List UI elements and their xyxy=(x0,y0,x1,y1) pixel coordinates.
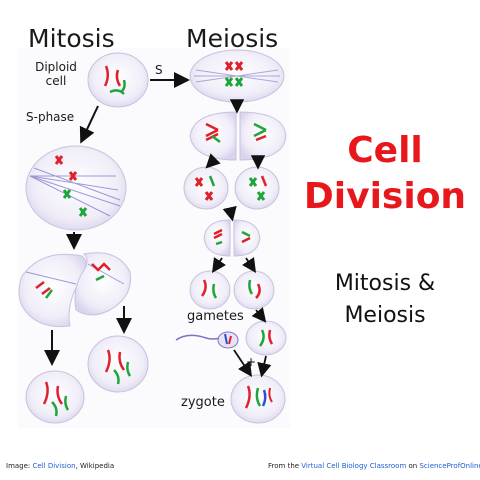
image-credit-prefix: Image: xyxy=(6,462,33,470)
egg-cell xyxy=(245,320,287,356)
title-line2: Division xyxy=(303,176,467,217)
meiosis-division-one-cell xyxy=(189,111,287,161)
sperm-cell xyxy=(175,331,239,349)
mitosis-arrows xyxy=(44,72,190,366)
meiosis-gamete-pair xyxy=(189,270,275,310)
page-subtitle: Mitosis & Meiosis xyxy=(300,268,470,332)
subtitle-line1: Mitosis & xyxy=(334,271,436,296)
meiosis-first-cell xyxy=(189,49,285,103)
image-credit: Image: Cell Division, Wikipedia xyxy=(6,462,114,470)
meiosis-second-pair xyxy=(183,166,280,210)
source-credit-link[interactable]: Virtual Cell Biology Classroom xyxy=(301,462,407,470)
diploid-cell-label: Diploid cell xyxy=(26,60,86,88)
diploid-label-line1: Diploid xyxy=(35,60,77,74)
source-credit-middle: on xyxy=(406,462,420,470)
gametes-label: gametes xyxy=(187,309,244,324)
zygote-label: zygote xyxy=(181,395,225,410)
subtitle-line2: Meiosis xyxy=(344,303,426,328)
s-phase-label: S-phase xyxy=(26,110,75,124)
mitosis-daughter-cell-left xyxy=(25,370,85,424)
meiosis-arrows xyxy=(205,99,272,378)
mitosis-spindle-cell xyxy=(25,145,127,231)
s-label: S xyxy=(155,63,163,77)
plus-sign: + xyxy=(246,355,256,369)
meiosis-heading: Meiosis xyxy=(186,24,279,53)
diploid-label-line2: cell xyxy=(45,74,67,88)
source-credit: From the Virtual Cell Biology Classroom … xyxy=(268,462,480,470)
source-credit-prefix: From the xyxy=(268,462,302,470)
mitosis-diploid-cell xyxy=(87,52,149,108)
title-line1: Cell xyxy=(347,130,423,171)
zygote-cell xyxy=(230,374,286,424)
mitosis-heading: Mitosis xyxy=(28,24,115,53)
mitosis-anaphase-cell xyxy=(18,252,132,328)
source-site-link[interactable]: ScienceProfOnline.com xyxy=(419,462,480,470)
page-title: Cell Division xyxy=(300,128,470,220)
meiosis-division-two-cell xyxy=(203,219,261,257)
image-credit-suffix: , Wikipedia xyxy=(75,462,115,470)
image-credit-link[interactable]: Cell Division xyxy=(32,462,76,470)
mitosis-daughter-cell-right xyxy=(87,335,149,393)
